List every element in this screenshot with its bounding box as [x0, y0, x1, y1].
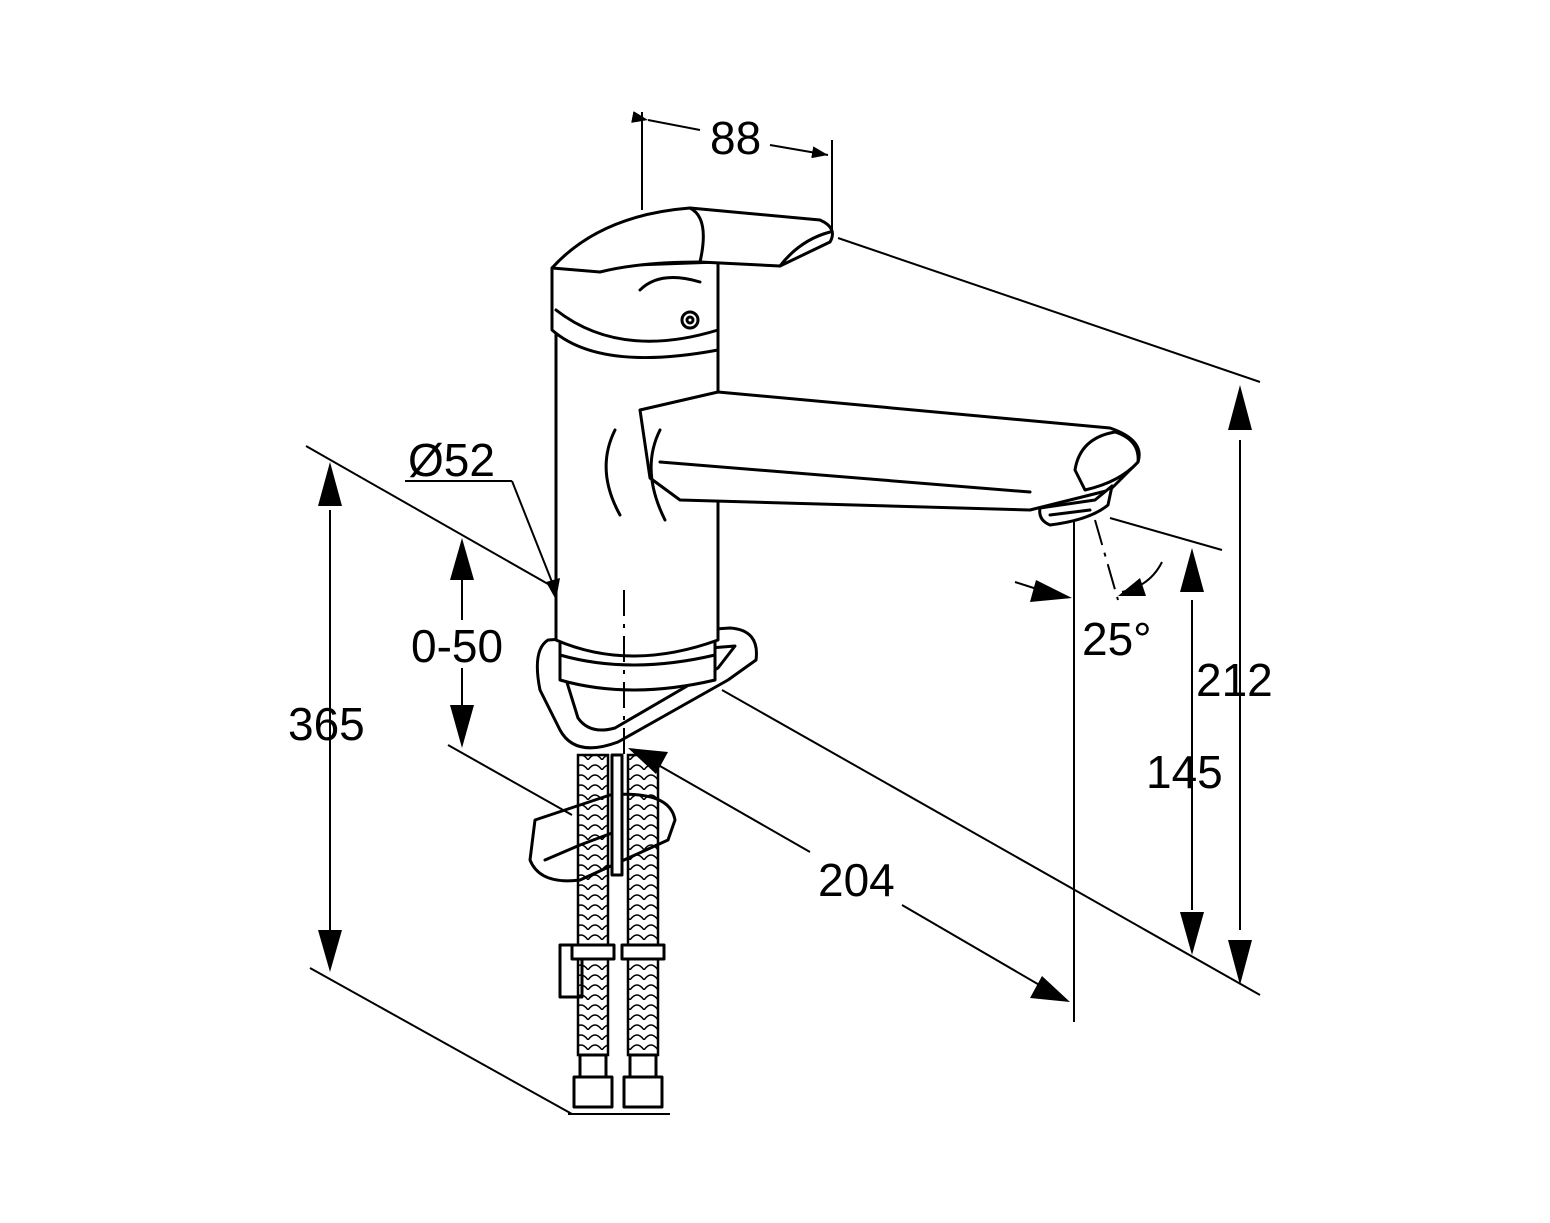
dim-spout-reach: 204: [818, 854, 895, 906]
supply-hose-2: [626, 753, 660, 1057]
dim-lever-width: 88: [710, 112, 761, 164]
dim-deck-thickness: 0-50: [411, 620, 503, 672]
lever-handle: [550, 206, 834, 274]
dim-diameter: Ø52: [408, 434, 495, 486]
dim-spout-height: 145: [1146, 746, 1223, 798]
dim-total-length: 365: [288, 698, 365, 750]
dim-height: 212: [1196, 654, 1273, 706]
supply-hose-1: [576, 753, 610, 1057]
dim-swivel-angle: 25°: [1082, 613, 1152, 665]
fixing-assembly: [528, 753, 677, 1109]
dimension-lines: [305, 111, 1261, 1115]
faucet-body: [535, 206, 1141, 750]
spout: [638, 390, 1141, 512]
spout-axis: [1094, 519, 1119, 601]
